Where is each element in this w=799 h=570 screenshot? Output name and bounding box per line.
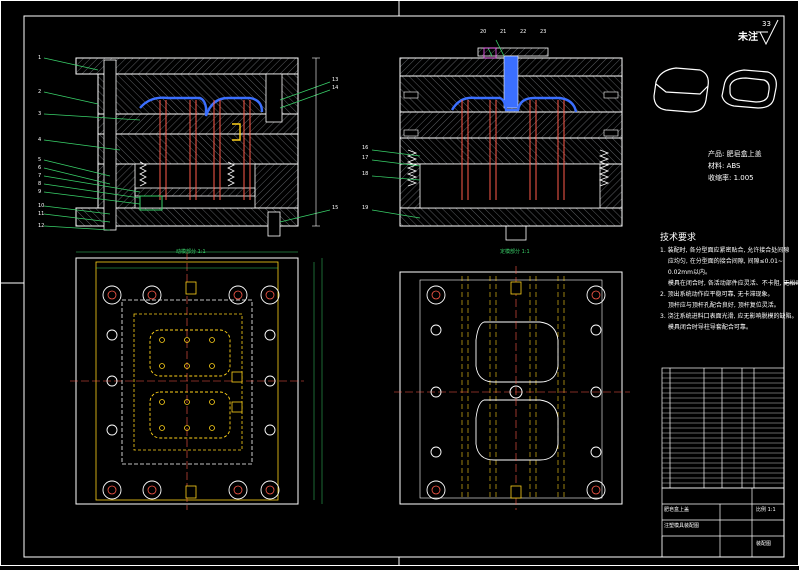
title-block: [661, 487, 785, 558]
tech-notes-heading: 技术要求: [660, 233, 697, 243]
tech-note-line: 0.02mm以内。: [660, 269, 711, 276]
remaining-label: 未注: [738, 32, 758, 43]
callout-number: 1: [38, 55, 42, 61]
tech-note-line: 模具在闭合时, 各活动部件应灵活、不卡阻, 无松动。: [660, 280, 799, 287]
roughness-symbol: [756, 19, 779, 46]
tech-note-line: 顶杆应与顶杆孔配合良好, 顶杆复位灵活。: [660, 302, 780, 309]
left-section-view: [43, 57, 331, 237]
callout-number: 14: [332, 85, 339, 91]
right-plan-view: [394, 266, 630, 510]
callout-number: 4: [38, 137, 42, 143]
callout-number: 10: [38, 203, 45, 209]
material-line: 材料: ABS: [708, 162, 741, 170]
inner-border: [23, 15, 785, 558]
callout-number: 12: [38, 223, 45, 229]
product-line: 产品: 肥皂盒上盖: [708, 150, 762, 158]
title-drawing-name: 注塑模具装配图: [664, 523, 700, 529]
callout-number: 22: [520, 29, 527, 35]
callout-number: 8: [38, 181, 42, 187]
right-section-view: [371, 39, 623, 241]
tech-note-line: 应均匀, 在分型面的接合间隙, 间隙≤0.01~: [660, 258, 783, 265]
title-product-name: 肥皂盒上盖: [664, 507, 690, 513]
tech-note-line: 模具闭合时导柱导套配合可靠。: [660, 324, 752, 331]
plan-right-label: 定模部分 1:1: [500, 249, 530, 255]
tech-note-line: 3. 浇注系统进料口表面光滑, 应无影响脱模的缺陷。: [660, 313, 798, 320]
callout-number: 19: [362, 205, 369, 211]
plan-left-label: 动模部分 1:1: [176, 249, 206, 255]
callout-number: 16: [362, 145, 369, 151]
callout-number: 5: [38, 157, 42, 163]
callout-number: 18: [362, 171, 369, 177]
bom-rows: [662, 372, 784, 484]
title-sheet: 装配图: [756, 541, 772, 547]
callout-number: 11: [38, 211, 45, 217]
callout-number: 6: [38, 165, 42, 171]
callout-number: 20: [480, 29, 487, 35]
callout-number: 13: [332, 77, 339, 83]
callout-number: 17: [362, 155, 369, 161]
shrink-line: 收缩率: 1.005: [708, 174, 754, 182]
callout-number: 23: [540, 29, 547, 35]
product-isometric: [653, 67, 777, 113]
callout-number: 9: [38, 189, 42, 195]
title-scale: 比例 1:1: [756, 507, 776, 513]
callout-number: 21: [500, 29, 507, 35]
tech-note-line: 2. 顶出系统动作应平稳可靠, 无卡滞现象。: [660, 291, 774, 298]
tech-note-line: 1. 装配时, 各分型面应紧密贴合, 允许接合处间隙: [660, 247, 790, 254]
sheet-mark: 33: [762, 20, 771, 28]
callout-number: 15: [332, 205, 339, 211]
callout-number: 3: [38, 111, 42, 117]
callout-number: 7: [38, 173, 42, 179]
left-plan-view: [70, 251, 323, 510]
callout-number: 2: [38, 89, 42, 95]
